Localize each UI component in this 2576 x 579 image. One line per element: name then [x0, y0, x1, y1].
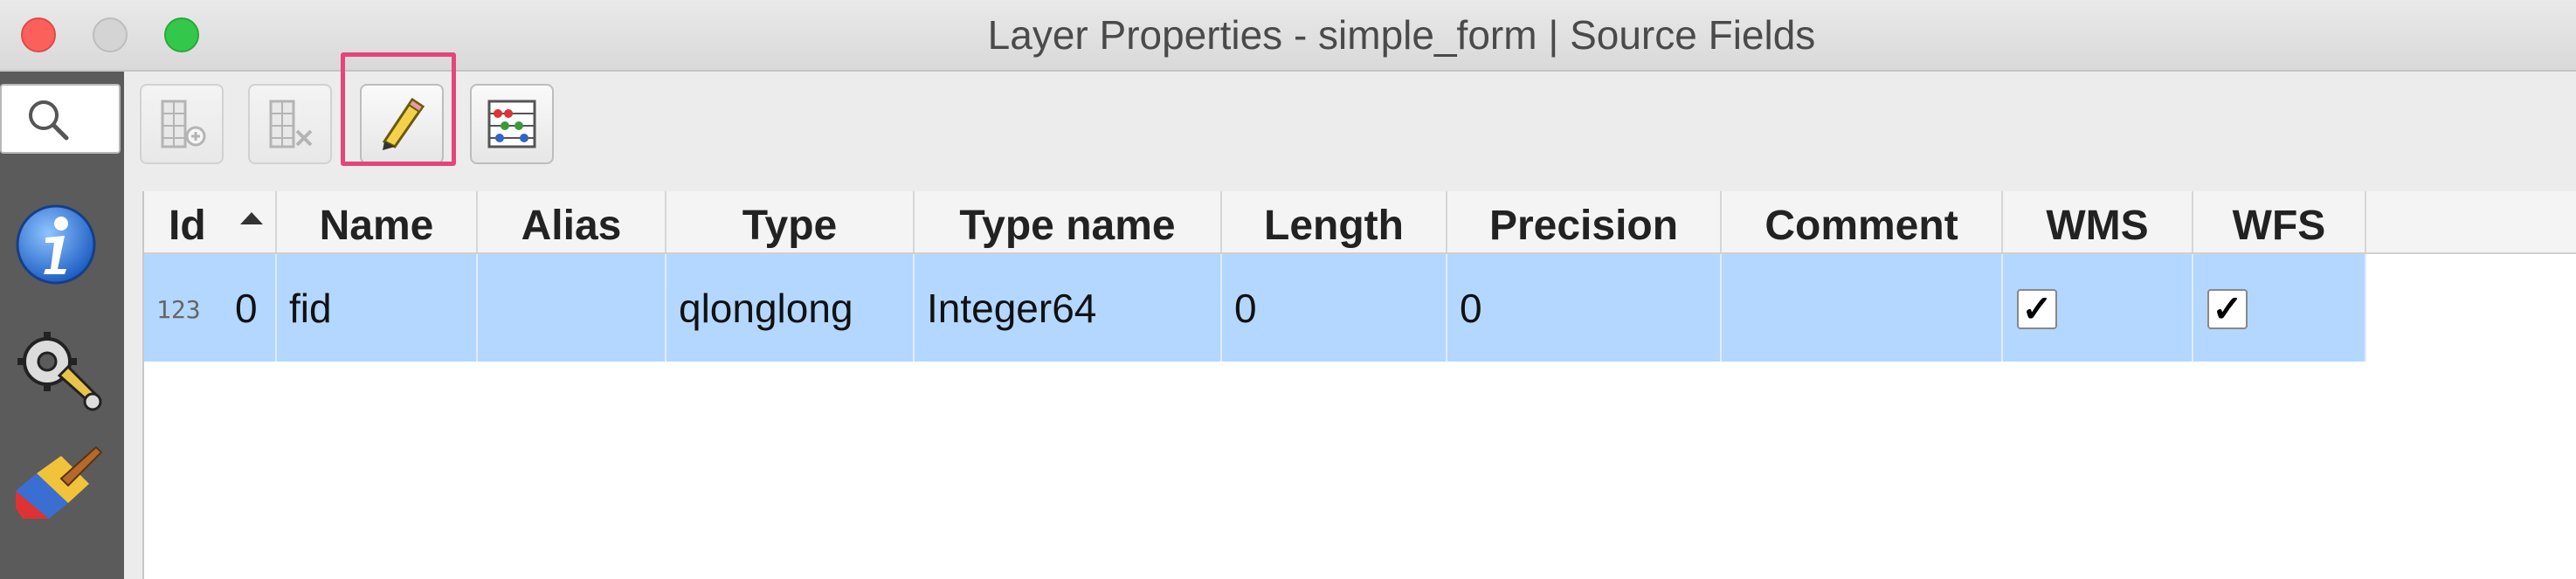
column-header-precision[interactable]: Precision — [1447, 191, 1722, 252]
new-field-button[interactable] — [140, 84, 224, 164]
search-icon — [29, 100, 69, 141]
delete-field-icon — [269, 100, 313, 148]
column-header-comment[interactable]: Comment — [1722, 191, 2003, 252]
cell-id[interactable]: 123 0 — [144, 254, 277, 362]
minimize-window-button[interactable] — [93, 17, 128, 52]
fields-table[interactable]: Id Name Alias Type Type name Length Prec… — [142, 191, 2576, 579]
toggle-editing-button[interactable] — [360, 84, 444, 164]
paintbrush-icon — [16, 445, 103, 519]
title-bar: Layer Properties - simple_form | Source … — [0, 0, 2576, 72]
sidebar-item-source[interactable] — [10, 327, 107, 414]
pencil-icon — [382, 97, 425, 150]
cell-id-value: 0 — [235, 286, 258, 331]
sidebar-search-input[interactable] — [0, 84, 121, 154]
highlight-annotation — [341, 52, 456, 166]
sidebar — [0, 72, 124, 579]
sort-ascending-icon — [240, 212, 263, 224]
wms-checkbox[interactable]: ✓ — [2017, 289, 2057, 329]
cell-type-name[interactable]: Integer64 — [915, 254, 1222, 362]
new-field-icon — [161, 100, 206, 148]
column-header-alias[interactable]: Alias — [478, 191, 666, 252]
column-header-wms[interactable]: WMS — [2003, 191, 2193, 252]
cell-length[interactable]: 0 — [1222, 254, 1447, 362]
delete-field-button[interactable] — [248, 84, 332, 164]
cell-precision[interactable]: 0 — [1447, 254, 1722, 362]
info-icon — [16, 204, 96, 285]
column-header-type[interactable]: Type — [666, 191, 915, 252]
integer-type-icon: 123 — [156, 295, 201, 324]
column-header-type-name[interactable]: Type name — [915, 191, 1222, 252]
sidebar-item-symbology[interactable] — [10, 438, 107, 526]
column-header-id[interactable]: Id — [144, 191, 277, 252]
wfs-checkbox[interactable]: ✓ — [2207, 289, 2248, 329]
column-header-label: Id — [169, 203, 206, 249]
field-calculator-button[interactable] — [470, 84, 554, 164]
column-header-length[interactable]: Length — [1222, 191, 1447, 252]
maximize-window-button[interactable] — [164, 17, 199, 52]
table-header: Id Name Alias Type Type name Length Prec… — [144, 191, 2576, 254]
table-row[interactable]: 123 0 fid qlonglong Integer64 0 0 ✓ ✓ — [144, 254, 2366, 362]
window-title: Layer Properties - simple_form | Source … — [987, 12, 1816, 58]
sidebar-item-information[interactable] — [10, 201, 107, 288]
cell-wms: ✓ — [2003, 254, 2193, 362]
cell-name[interactable]: fid — [277, 254, 478, 362]
close-window-button[interactable] — [21, 17, 56, 52]
cell-alias[interactable] — [478, 254, 666, 362]
abacus-icon — [487, 100, 536, 148]
wrench-gear-icon — [17, 332, 102, 411]
cell-comment[interactable] — [1722, 254, 2003, 362]
column-header-wfs[interactable]: WFS — [2193, 191, 2366, 252]
cell-type[interactable]: qlonglong — [666, 254, 915, 362]
column-header-name[interactable]: Name — [277, 191, 478, 252]
cell-wfs: ✓ — [2193, 254, 2366, 362]
